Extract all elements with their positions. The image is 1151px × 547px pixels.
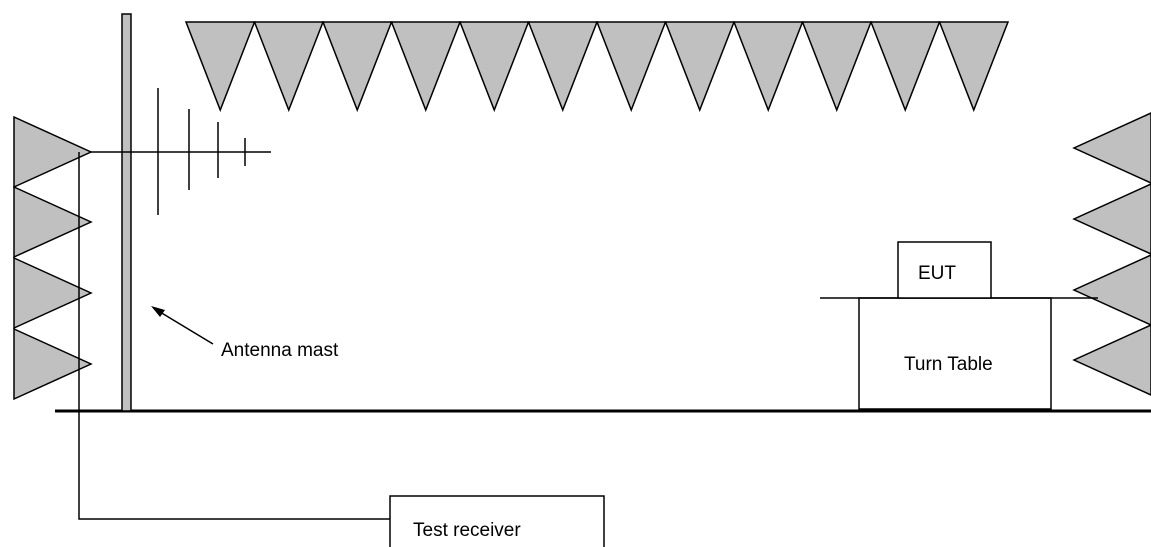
test-receiver-box	[389, 495, 605, 547]
ceiling-absorber-12	[938, 21, 1010, 113]
eut-label: EUT	[918, 263, 956, 284]
right-wall-absorbers	[1072, 112, 1151, 396]
antenna-mast-label: Antenna mast	[221, 340, 339, 361]
ceiling-absorber-1	[184, 21, 256, 113]
ceiling-absorber-9	[732, 21, 804, 113]
antenna-mast	[121, 13, 132, 412]
eut-box	[897, 241, 992, 299]
ceiling-absorbers	[184, 21, 1010, 113]
ceiling-absorber-2	[253, 21, 325, 113]
ceiling-absorber-8	[664, 21, 736, 113]
ceiling-absorber-11	[869, 21, 941, 113]
left-wall-absorber-1	[13, 115, 93, 189]
turn-table	[858, 297, 1052, 410]
test-receiver-label: Test receiver	[413, 520, 521, 541]
ceiling-absorber-5	[458, 21, 530, 113]
ceiling-absorber-3	[321, 21, 393, 113]
log-periodic-antenna	[90, 88, 271, 215]
left-wall-absorber-2	[13, 185, 93, 259]
right-wall-absorber-3	[1072, 254, 1151, 326]
left-wall-absorber-3	[13, 256, 93, 330]
ceiling-absorber-7	[595, 21, 667, 113]
ceiling-absorber-10	[801, 21, 873, 113]
right-wall-absorber-2	[1072, 183, 1151, 255]
receiver-cable	[78, 152, 390, 520]
turn-table-label: Turn Table	[904, 354, 993, 375]
ceiling-absorber-6	[527, 21, 599, 113]
right-wall-absorber-4	[1072, 324, 1151, 396]
right-wall-absorber-1	[1072, 112, 1151, 184]
antenna-mast-arrow	[151, 306, 214, 345]
left-wall-absorbers	[13, 115, 93, 401]
ceiling-absorber-4	[390, 21, 462, 113]
left-wall-absorber-4	[13, 327, 93, 401]
